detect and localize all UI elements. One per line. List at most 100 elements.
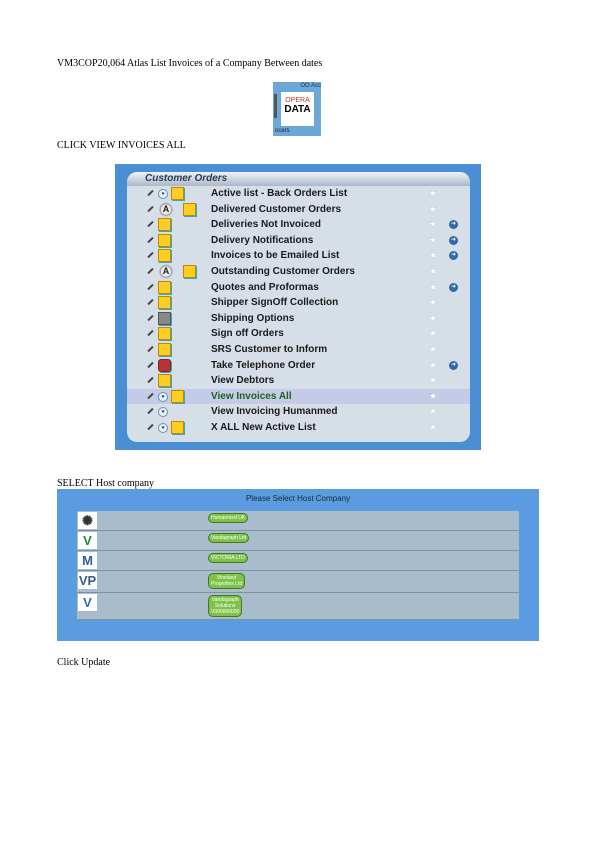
orders-item[interactable]: SRS Customer to Inform ★ (127, 342, 470, 358)
customer-orders-header: Customer Orders (127, 172, 470, 186)
folder-icon[interactable] (171, 420, 184, 434)
orders-item-label[interactable]: Outstanding Customer Orders (211, 265, 355, 277)
orders-item-label[interactable]: Sign off Orders (211, 328, 284, 340)
folder-icon[interactable] (158, 249, 171, 263)
info-circle-icon[interactable]: ● (158, 422, 168, 433)
edit-icon[interactable] (147, 423, 154, 431)
star-icon[interactable]: ★ (429, 406, 438, 417)
orders-item-label[interactable]: Delivered Customer Orders (211, 203, 342, 215)
orders-item-label[interactable]: Shipping Options (211, 312, 295, 324)
folder-icon[interactable] (183, 202, 196, 216)
star-icon[interactable]: ★ (429, 343, 438, 354)
orders-item[interactable]: Shipping Options ★ (127, 311, 470, 327)
edit-icon[interactable] (147, 236, 154, 243)
star-icon[interactable]: ★ (429, 250, 438, 261)
orders-item-label[interactable]: Shipper SignOff Collection (211, 297, 339, 309)
orders-item-label[interactable]: Take Telephone Order (211, 359, 316, 371)
go-arrow-icon[interactable]: ➜ (449, 282, 458, 292)
folder-icon[interactable] (158, 311, 171, 325)
go-arrow-icon[interactable]: ➜ (449, 235, 458, 245)
select-company-button[interactable]: VICTORIA LTD (208, 553, 248, 563)
orders-item-label[interactable]: Deliveries Not Invoiced (211, 219, 322, 231)
select-company-button[interactable]: Vineland Properties Ltd (208, 573, 246, 589)
select-company-button[interactable]: Vandagraph Solutions V000000000 (208, 595, 243, 617)
folder-icon[interactable] (171, 187, 184, 200)
orders-item[interactable]: Take Telephone Order ★ ➜ (127, 358, 470, 374)
orders-item-label[interactable]: Invoices to be Emailed List (211, 250, 340, 262)
orders-item-label[interactable]: View Debtors (211, 375, 275, 387)
edit-icon[interactable] (147, 267, 154, 275)
star-icon[interactable]: ★ (429, 328, 438, 339)
edit-icon[interactable] (147, 298, 154, 306)
edit-icon[interactable] (147, 408, 154, 415)
orders-item-label[interactable]: Delivery Notifications (211, 234, 314, 246)
orders-item[interactable]: Sign off Orders ★ (127, 326, 470, 342)
star-icon[interactable]: ★ (429, 297, 438, 308)
folder-icon[interactable] (171, 389, 184, 403)
edit-icon[interactable] (147, 392, 154, 399)
folder-icon[interactable] (158, 342, 171, 356)
orders-item[interactable]: ● Active list - Back Orders List ★ (127, 186, 470, 202)
star-icon[interactable]: ★ (429, 390, 438, 401)
select-company-button[interactable]: Vandagraph Ltd (208, 533, 250, 543)
orders-item-label[interactable]: View Invoicing Humanmed (211, 406, 338, 418)
edit-icon[interactable] (147, 189, 154, 197)
star-icon[interactable]: ★ (429, 203, 438, 214)
info-circle-icon[interactable]: ● (158, 189, 168, 199)
select-company-button[interactable]: Humanmed UK (208, 513, 249, 523)
go-arrow-icon[interactable]: ➜ (449, 360, 458, 370)
folder-icon[interactable] (158, 218, 171, 232)
orders-item-label[interactable]: X ALL New Active List (211, 421, 316, 433)
folder-icon[interactable] (158, 374, 171, 388)
folder-icon[interactable] (158, 296, 171, 310)
host-company-row: V Vandagraph Ltd (77, 531, 519, 551)
orders-item[interactable]: ● X ALL New Active List ★ (127, 420, 470, 436)
host-company-row: V Vandagraph Solutions V000000000 (77, 593, 519, 620)
v-circle-logo-icon: V (78, 532, 97, 549)
orders-item[interactable]: Deliveries Not Invoiced ★ ➜ (127, 217, 470, 233)
star-icon[interactable]: ★ (429, 265, 438, 276)
edit-icon[interactable] (147, 361, 154, 368)
star-icon[interactable]: ★ (429, 219, 438, 230)
star-icon[interactable]: ★ (429, 375, 438, 386)
orders-item[interactable]: Quotes and Proformas ★ ➜ (127, 280, 470, 296)
star-icon[interactable]: ★ (429, 281, 438, 292)
folder-icon[interactable] (158, 233, 171, 247)
folder-icon[interactable] (158, 280, 171, 294)
edit-icon[interactable] (147, 376, 154, 384)
edit-icon[interactable] (147, 330, 154, 337)
folder-icon[interactable] (183, 264, 196, 278)
edit-icon[interactable] (147, 345, 154, 353)
orders-item[interactable]: Delivery Notifications ★ ➜ (127, 233, 470, 249)
logo-line2: DATA (284, 104, 311, 115)
edit-icon[interactable] (147, 252, 154, 259)
edit-icon[interactable] (147, 205, 154, 212)
info-circle-icon[interactable]: ● (158, 391, 168, 402)
star-icon[interactable]: ★ (429, 421, 438, 432)
edit-icon[interactable] (147, 314, 154, 321)
folder-icon[interactable] (158, 327, 171, 341)
star-icon[interactable]: ★ (429, 312, 438, 323)
edit-icon[interactable] (147, 283, 154, 290)
orders-item[interactable]: ● View Invoices All ★ (127, 388, 470, 405)
orders-item-label[interactable]: Quotes and Proformas (211, 281, 319, 293)
star-icon[interactable]: ★ (429, 359, 438, 370)
orders-item[interactable]: Invoices to be Emailed List ★ ➜ (127, 248, 470, 264)
orders-item-label[interactable]: Active list - Back Orders List (211, 188, 348, 199)
go-arrow-icon[interactable]: ➜ (449, 251, 458, 261)
orders-item-label[interactable]: View Invoices All (211, 390, 292, 402)
v-logo-icon: V (78, 594, 97, 611)
orders-item[interactable]: Shipper SignOff Collection ★ (127, 295, 470, 311)
info-circle-icon[interactable]: ● (158, 407, 168, 418)
go-arrow-icon[interactable]: ➜ (449, 220, 458, 230)
orders-item-label[interactable]: SRS Customer to Inform (211, 343, 328, 355)
folder-icon[interactable] (158, 358, 171, 372)
orders-item[interactable]: View Debtors ★ (127, 373, 470, 389)
edit-icon[interactable] (147, 221, 154, 228)
orders-item[interactable]: ● View Invoicing Humanmed ★ (127, 404, 470, 420)
star-icon[interactable]: ★ (429, 234, 438, 245)
star-icon[interactable]: ★ (429, 188, 438, 198)
